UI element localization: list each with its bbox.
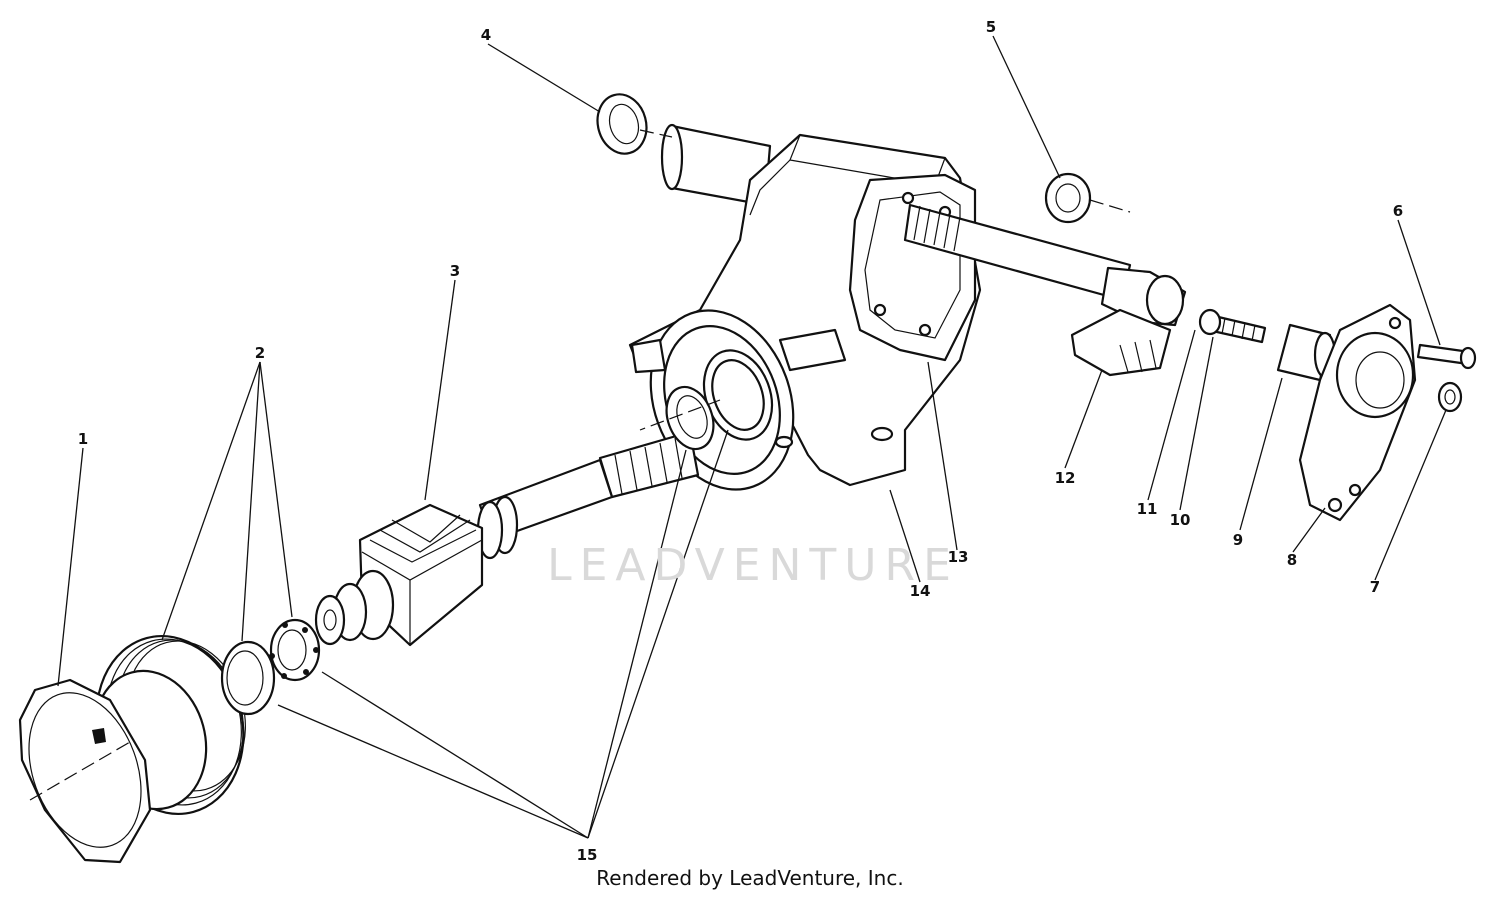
worm-shaft [314, 430, 700, 647]
callout-9: 9 [1233, 531, 1243, 549]
callout-5: 5 [986, 18, 996, 36]
callout-labels: 1 2 3 4 5 6 7 8 9 10 11 12 13 14 15 [78, 18, 1403, 864]
callout-15: 15 [577, 846, 598, 864]
watermark: LEADVENTURE [547, 540, 959, 591]
seal-4 [596, 93, 648, 155]
axle-shaft [903, 203, 1187, 377]
bolt-6 [1416, 343, 1477, 370]
left-bearing-15 [665, 385, 715, 451]
seal-ring-2 [220, 640, 276, 716]
pulley-cover [18, 678, 152, 864]
seal-5 [1044, 172, 1092, 224]
callout-2: 2 [255, 344, 265, 362]
callout-3: 3 [450, 262, 460, 280]
nut-7 [1437, 381, 1463, 413]
footer-credit: Rendered by LeadVenture, Inc. [596, 866, 904, 890]
callout-10: 10 [1170, 511, 1191, 529]
callout-8: 8 [1287, 551, 1297, 569]
callout-6: 6 [1393, 202, 1403, 220]
bolt-10 [1198, 308, 1267, 344]
callout-13: 13 [948, 548, 969, 566]
callout-7: 7 [1370, 578, 1380, 596]
callout-1: 1 [78, 430, 88, 448]
callout-14: 14 [910, 582, 931, 600]
callout-4: 4 [481, 26, 491, 44]
gearbox-housing [628, 123, 982, 491]
inner-bearing-2 [269, 618, 321, 682]
center-lines [29, 129, 1131, 801]
leader-lines [57, 35, 1447, 839]
callout-11: 11 [1137, 500, 1158, 518]
cover-plate-8 [1298, 303, 1417, 522]
callout-12: 12 [1055, 469, 1076, 487]
